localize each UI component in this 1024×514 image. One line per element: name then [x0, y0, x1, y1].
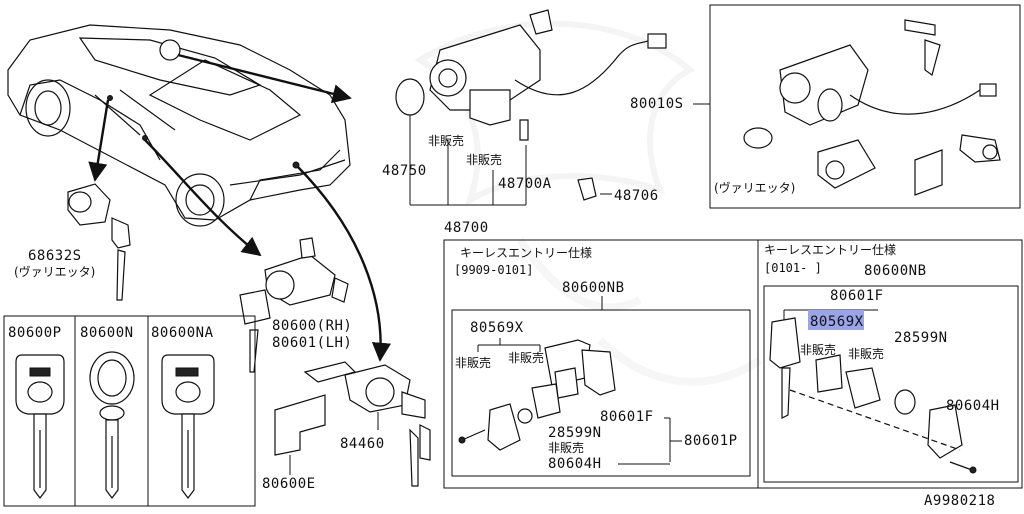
keyless-left-80600NB: 80600NB	[562, 280, 625, 296]
keyless-left-inner-box	[451, 309, 751, 477]
kit-80010S-box	[709, 4, 1021, 209]
part-80600E: 80600E	[262, 476, 316, 492]
key-80600N-label: 80600N	[80, 325, 134, 341]
key-80600NA-label: 80600NA	[151, 325, 214, 341]
keyless-right-inner-box	[763, 285, 1019, 483]
keyless-left-80604H: 80604H	[548, 456, 602, 472]
label-hihanbai-a: 非販売	[428, 133, 464, 148]
keyless-outer-box	[443, 239, 1023, 489]
watermark-emblem	[414, 20, 763, 386]
keyless-right-hihanbai-2: 非販売	[848, 346, 884, 361]
keyless-left-hihanbai-1: 非販売	[455, 355, 491, 370]
keyless-left-80569X: 80569X	[470, 320, 524, 336]
label-hihanbai-b: 非販売	[466, 152, 502, 167]
part-48700: 48700	[444, 220, 489, 236]
key-80600N	[89, 351, 135, 499]
keyless-left-hihanbai-3: 非販売	[548, 440, 584, 455]
keys-box	[3, 315, 256, 507]
key-80600NA	[161, 354, 215, 499]
part-80010S: 80010S	[630, 96, 684, 112]
part-68632S: 68632S	[28, 248, 82, 264]
part-80600-RH: 80600(RH)	[272, 318, 352, 334]
trunk-cylinder-68632S	[67, 183, 131, 301]
kit-80010S-parts	[743, 19, 1001, 196]
diagram-id: A9980218	[924, 493, 995, 509]
keyless-right-80601F: 80601F	[830, 288, 884, 304]
keyless-right-title: キーレスエントリー仕様	[764, 243, 896, 257]
keyless-left-hihanbai-2: 非販売	[508, 350, 544, 365]
key-80600P-label: 80600P	[8, 325, 62, 341]
keyless-right-28599N: 28599N	[894, 330, 948, 346]
keyless-left-80601F: 80601F	[600, 409, 654, 425]
part-48706: 48706	[614, 188, 659, 204]
callout-arrows	[88, 53, 391, 362]
ignition-lock-assembly	[395, 9, 667, 201]
part-48750: 48750	[382, 163, 427, 179]
highlight-80569X	[808, 310, 864, 330]
trunk-lock-84460	[303, 361, 431, 487]
label-variety-80010S: (ヴァリエッタ)	[714, 180, 795, 195]
keyless-right-hihanbai-1: 非販売	[800, 342, 836, 357]
bracket-80600E	[274, 394, 326, 456]
door-cylinder-80600	[239, 237, 349, 373]
keyless-left-fob-parts	[458, 339, 616, 451]
keyless-right-80600NB: 80600NB	[864, 263, 927, 279]
part-48700A: 48700A	[498, 176, 552, 192]
keyless-right-80569X: 80569X	[810, 314, 864, 330]
keyless-right-range: [0101- ]	[764, 261, 822, 275]
car-illustration	[7, 24, 351, 227]
keyless-right-80604H: 80604H	[946, 398, 1000, 414]
label-variety-68632S: (ヴァリエッタ)	[14, 264, 95, 279]
part-80601-LH: 80601(LH)	[272, 335, 352, 351]
keyless-left-80601P: 80601P	[684, 433, 738, 449]
keyless-left-range: [9909-0101]	[454, 263, 533, 277]
keyless-left-title: キーレスエントリー仕様	[460, 246, 592, 260]
ignition-callout-lines	[409, 115, 612, 206]
part-84460: 84460	[340, 436, 385, 452]
keyless-left-28599N: 28599N	[548, 425, 602, 441]
keyless-right-fob-parts	[769, 317, 977, 474]
key-80600P	[15, 354, 65, 499]
